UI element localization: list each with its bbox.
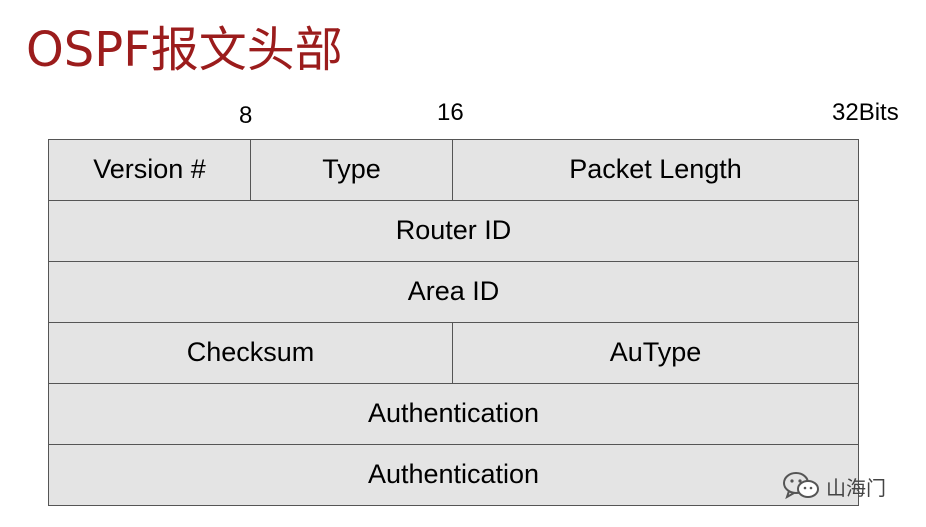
field-router-id: Router ID [47,200,860,262]
field-authentication-2: Authentication [47,444,860,506]
field-autype: AuType [451,322,860,384]
watermark-text: 山海门 [826,475,886,500]
field-checksum: Checksum [48,322,453,384]
bit-marker-8: 8 [239,102,253,129]
watermark: 山海门 [782,470,886,502]
bit-marker-32: 32Bits [832,99,899,126]
header-row-4: Checksum AuType [48,322,860,384]
field-area-id: Area ID [47,261,860,323]
header-row-6: Authentication [47,444,860,506]
field-version: Version # [48,139,251,201]
field-packet-length: Packet Length [451,139,860,201]
field-type: Type [250,139,453,201]
wechat-icon [783,472,819,500]
ospf-header-table: Version # Type Packet Length Router ID A… [47,139,860,506]
page-title: OSPF报文头部 [26,22,343,78]
header-row-5: Authentication [47,383,860,445]
header-row-1: Version # Type Packet Length [48,139,860,201]
bit-marker-16: 16 [437,99,464,126]
header-row-3: Area ID [47,261,860,323]
field-authentication-1: Authentication [47,383,860,445]
header-row-2: Router ID [47,200,860,262]
